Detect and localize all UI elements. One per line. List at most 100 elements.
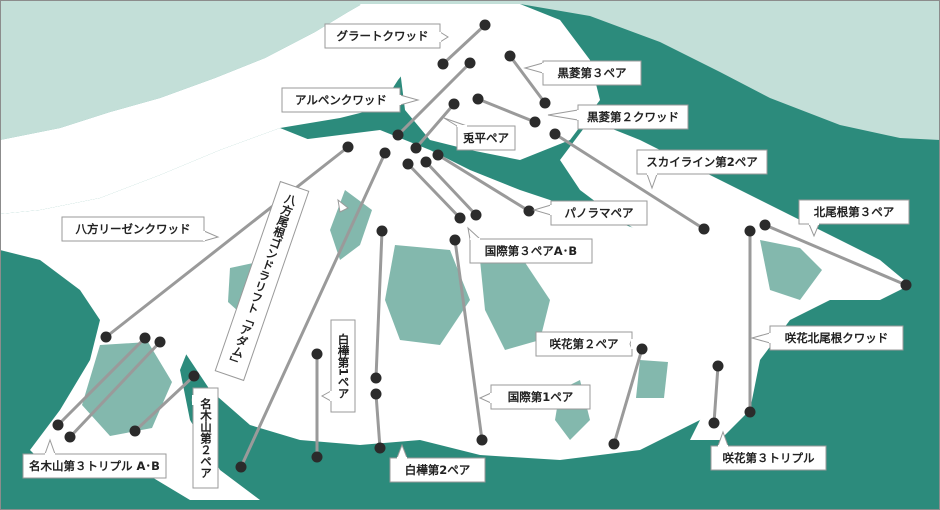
lift-label-text: 白樺第2ペア	[405, 463, 471, 477]
lift-label-sakka-kitaone[interactable]: 咲花北尾根クワッド	[750, 325, 904, 351]
lift-station-skyline-2-bottom	[698, 223, 710, 235]
lift-kitaone-3	[759, 219, 912, 291]
lift-station-alpen-quad-top	[464, 57, 476, 69]
lift-station-nakiyama-2-bottom	[129, 425, 141, 437]
lift-station-usagidaira-top	[448, 98, 460, 110]
lift-usagidaira	[410, 98, 460, 154]
lift-station-sakka-kitaone-top	[744, 225, 756, 237]
label-box	[456, 125, 516, 151]
lift-label-kurobishi-2[interactable]: 黒菱第２クワッド	[547, 104, 689, 130]
lift-label-text: 名木山第２ペア	[199, 397, 213, 478]
lift-label-text: 咲花第２ペア	[550, 337, 619, 351]
lift-station-happo-riesen-bottom	[100, 331, 112, 343]
lift-station-shirakaba-2-bottom	[370, 372, 382, 384]
lift-label-kurobishi-3[interactable]: 黒菱第３ペア	[523, 60, 642, 86]
label-box	[469, 238, 593, 264]
lift-station-kokusai-3-bottom	[454, 212, 466, 224]
label-box	[490, 384, 591, 410]
lift-label-nakiyama-3[interactable]: 名木山第３トリプル A･B	[22, 438, 167, 479]
lift-station-shirakaba-2-bottom	[374, 442, 386, 454]
lift-label-alpen-quad[interactable]: アルペンクワッド	[281, 87, 420, 113]
lift-station-sakka-3-bottom	[708, 417, 720, 429]
lift-line-shirakaba-2	[374, 229, 384, 380]
lift-label-shirakaba-2[interactable]: 白樺第2ペア	[389, 443, 486, 483]
lift-label-text: 白樺第1ペア	[337, 332, 351, 398]
snow-field-center	[180, 130, 760, 460]
lift-grato-quad	[437, 19, 491, 70]
lift-label-text: スカイライン第2ペア	[646, 155, 758, 169]
lift-station-shirakaba-1-top	[311, 348, 323, 360]
lift-label-text: 国際第３ペアA･B	[485, 244, 577, 258]
lift-nakiyama-2	[129, 370, 200, 437]
lift-station-kokusai-1-bottom	[476, 434, 488, 446]
lift-label-text: 八方リーゼンクワッド	[75, 222, 191, 236]
lift-label-text: 名木山第３トリプル A･B	[29, 459, 160, 473]
lift-station-nakiyama-3-bottom	[52, 419, 64, 431]
lift-label-kokusai-1[interactable]: 国際第1ペア	[478, 384, 591, 410]
lift-alpen-quad	[392, 57, 476, 141]
lift-station-kurobishi-3-bottom	[539, 97, 551, 109]
lift-line-nakiyama-2	[133, 374, 196, 433]
lift-label-skyline-2[interactable]: スカイライン第2ペア	[636, 149, 768, 190]
label-box	[192, 387, 219, 489]
lift-kurobishi-3	[504, 50, 551, 109]
lift-station-adam-bottom	[235, 461, 247, 473]
lift-kokusai-3	[402, 156, 482, 224]
lift-station-panorama-top	[432, 149, 444, 161]
lift-kokusai-1	[449, 234, 488, 446]
lift-line-grato-quad	[441, 23, 487, 66]
lift-label-happo-riesen[interactable]: 八方リーゼンクワッド	[61, 216, 220, 242]
lift-line-alpen-quad	[396, 61, 472, 137]
label-box	[214, 180, 310, 382]
label-box	[798, 199, 910, 225]
lift-label-text: 黒菱第２クワッド	[587, 110, 679, 124]
label-box	[542, 60, 642, 86]
lift-line-sakka-2	[612, 347, 644, 446]
lift-label-text: 北尾根第３ペア	[814, 205, 895, 219]
lift-label-text: パノラマペア	[565, 206, 634, 220]
lift-station-grato-quad-top	[479, 19, 491, 31]
lift-line-skyline-2	[553, 132, 706, 231]
lift-label-kokusai-3[interactable]: 国際第３ペアA･B	[467, 226, 593, 264]
forest-patch-5	[636, 360, 668, 398]
snow-field-east	[560, 120, 910, 440]
lift-station-kitaone-3-top	[759, 219, 771, 231]
lift-label-shirakaba-1[interactable]: 白樺第1ペア	[320, 319, 356, 413]
label-pointer	[337, 198, 349, 213]
lift-station-kokusai-3-top	[420, 156, 432, 168]
lift-station-grato-quad-bottom	[437, 58, 449, 70]
lift-line-adam	[239, 151, 387, 469]
lift-label-text: 黒菱第３ペア	[558, 66, 627, 80]
label-box	[330, 319, 356, 413]
lift-label-text: 咲花北尾根クワッド	[785, 331, 889, 345]
lift-station-shirakaba-1-bottom	[311, 451, 323, 463]
lift-label-grato-quad[interactable]: グラートクワッド	[324, 23, 449, 49]
lift-station-nakiyama-2-top	[188, 370, 200, 382]
lift-label-text: 国際第1ペア	[508, 390, 574, 404]
lift-station-nakiyama-3-top	[154, 336, 166, 348]
lift-shirakaba-1	[311, 348, 323, 463]
lift-station-kokusai-1-top	[449, 234, 461, 246]
lift-label-panorama[interactable]: パノラマペア	[532, 200, 648, 226]
lift-sakka-2	[608, 343, 648, 450]
lift-label-sakka-2[interactable]: 咲花第２ペア	[535, 331, 633, 357]
lift-line-sakka-3	[712, 364, 720, 425]
lift-label-nakiyama-2[interactable]: 名木山第２ペア	[191, 387, 219, 489]
lift-label-usagidaira[interactable]: 兎平ペア	[443, 117, 516, 151]
label-box	[389, 457, 486, 483]
lift-station-kokusai-3-top	[402, 158, 414, 170]
label-box	[61, 216, 205, 242]
lift-line-kokusai-1	[453, 238, 484, 442]
lift-line-panorama	[436, 153, 531, 213]
upper-snow-field	[0, 4, 470, 214]
lift-label-sakka-3[interactable]: 咲花第３トリプル	[710, 430, 827, 471]
lift-station-kurobishi-2-bottom	[529, 116, 541, 128]
lift-station-shirakaba-2-top	[370, 388, 382, 400]
lift-skyline-2	[549, 128, 710, 235]
lift-label-kitaone-3[interactable]: 北尾根第３ペア	[798, 199, 910, 238]
lift-line-kokusai-3	[424, 160, 478, 217]
lift-station-shirakaba-2-top	[376, 225, 388, 237]
lift-line-kitaone-3	[763, 223, 908, 287]
label-box	[577, 104, 689, 130]
